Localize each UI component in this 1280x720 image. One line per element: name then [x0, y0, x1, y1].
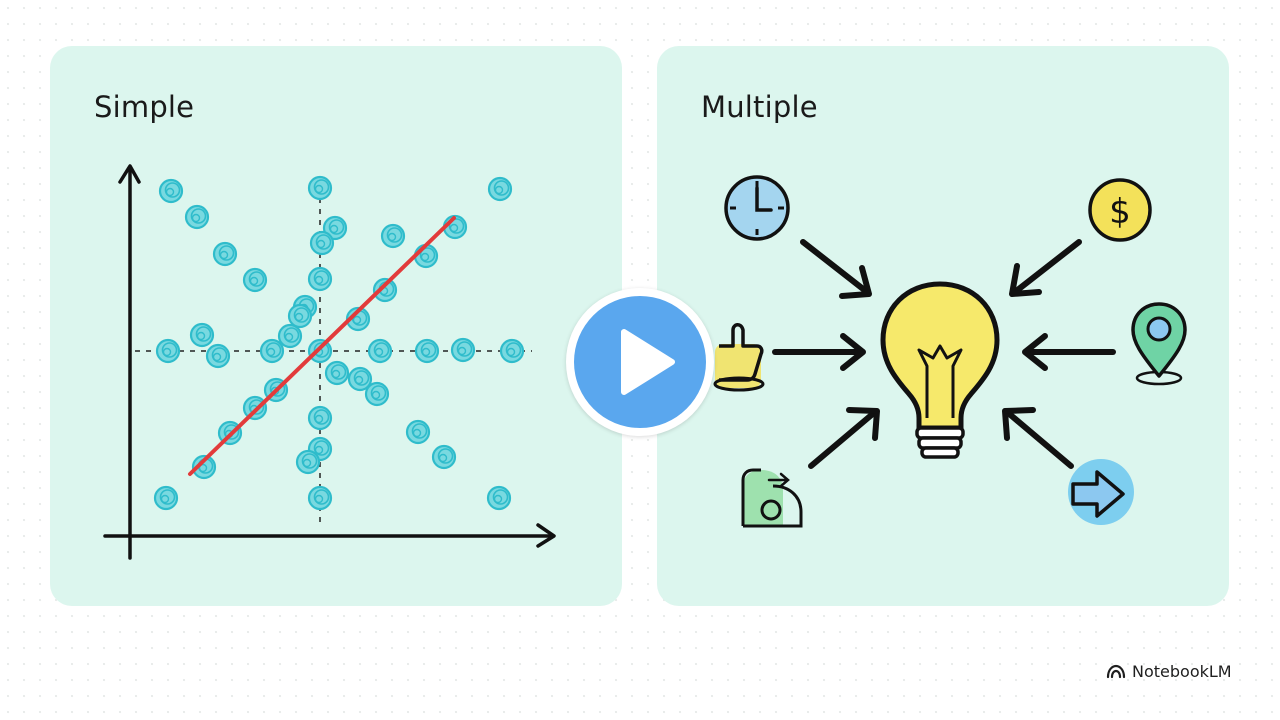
clock-icon: [724, 175, 790, 241]
scatter-dot: [486, 485, 512, 511]
scatter-dot: [367, 338, 393, 364]
scatter-dot: [450, 337, 476, 363]
scatter-dot: [322, 215, 348, 241]
scatter-dot: [307, 405, 333, 431]
thumbs-up-icon: [713, 323, 765, 392]
scatter-dot: [487, 176, 513, 202]
scatter-dot: [414, 338, 440, 364]
scatter-dot: [242, 267, 268, 293]
scatter-dot: [307, 338, 333, 364]
scatter-dot: [347, 366, 373, 392]
scatter-dot: [205, 343, 231, 369]
simple-panel: Simple: [50, 46, 622, 606]
multiple-panel: Multiple: [657, 46, 1229, 606]
trend-line: [188, 216, 456, 476]
scatter-dot: [153, 485, 179, 511]
scatter-dot: [307, 266, 333, 292]
scatter-dots: [153, 175, 525, 511]
play-button[interactable]: [566, 288, 714, 436]
play-icon[interactable]: [566, 288, 714, 436]
arrow-from-thumbs: [772, 333, 866, 371]
user-card-icon: [741, 468, 803, 528]
scatter-dot: [324, 360, 350, 386]
scatter-dot: [372, 277, 398, 303]
scatter-dot: [309, 230, 335, 256]
scatter-dot: [277, 323, 303, 349]
scatter-dot: [413, 243, 439, 269]
scatter-dot: [158, 178, 184, 204]
multiple-panel-title: Multiple: [701, 90, 818, 124]
simple-regression-illustration: [103, 164, 556, 560]
scatter-dot: [155, 338, 181, 364]
multiple-factors-illustration: $: [713, 175, 1187, 528]
notebooklm-logo-icon: [1106, 664, 1126, 679]
arrow-from-clock: [800, 239, 872, 299]
lightbulb-icon: [880, 281, 1000, 459]
scatter-dot: [184, 204, 210, 230]
brand-name: NotebookLM: [1132, 661, 1232, 681]
scatter-dot: [189, 322, 215, 348]
arrow-from-pin: [1022, 333, 1116, 371]
svg-text:$: $: [1109, 192, 1131, 232]
scatter-dot: [307, 485, 333, 511]
dollar-coin-icon: $: [1088, 178, 1152, 242]
scatter-dot: [364, 381, 390, 407]
scatter-dot: [259, 338, 285, 364]
scatter-dot: [307, 175, 333, 201]
scatter-dot: [212, 241, 238, 267]
scatter-dot: [287, 303, 313, 329]
arrow-from-right-arrow: [1002, 407, 1074, 469]
simple-panel-title: Simple: [94, 90, 195, 124]
arrow-from-dollar: [1009, 239, 1082, 297]
scatter-dot: [405, 419, 431, 445]
location-pin-icon: [1131, 302, 1187, 386]
x-axis-arrowhead: [536, 523, 556, 548]
y-axis-arrowhead: [118, 164, 141, 184]
arrow-right-icon: [1068, 459, 1134, 525]
scatter-dot: [499, 338, 525, 364]
scatter-dot: [380, 223, 406, 249]
notebooklm-brand: NotebookLM: [1106, 660, 1232, 682]
arrow-from-card: [808, 407, 880, 469]
scatter-dot: [295, 449, 321, 475]
scatter-dot: [431, 444, 457, 470]
